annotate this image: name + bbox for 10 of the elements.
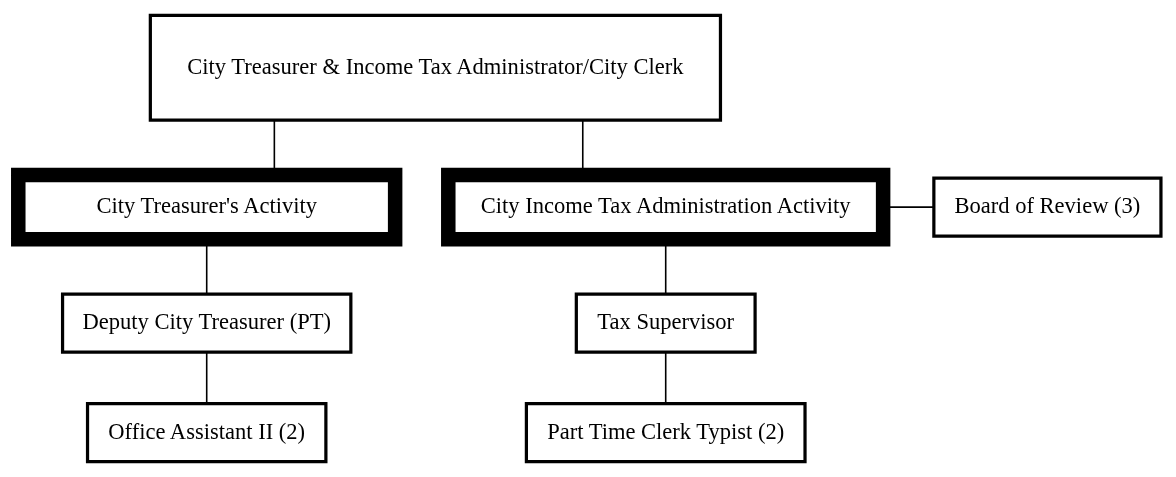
node-box: Office Assistant II (2): [85, 401, 328, 464]
node-box: Tax Supervisor: [574, 292, 757, 354]
node-box: Board of Review (3): [932, 176, 1163, 238]
connector: [664, 351, 667, 404]
connector: [205, 351, 208, 404]
node-box: City Income Tax Administration Activity: [441, 167, 891, 247]
node-box: City Treasurer & Income Tax Administrator/City Clerk: [148, 13, 723, 122]
node-box: Part Time Clerk Typist (2): [524, 401, 807, 464]
node-box: Deputy City Treasurer (PT): [60, 292, 353, 354]
node-box: City Treasurer's Activity: [11, 167, 403, 247]
